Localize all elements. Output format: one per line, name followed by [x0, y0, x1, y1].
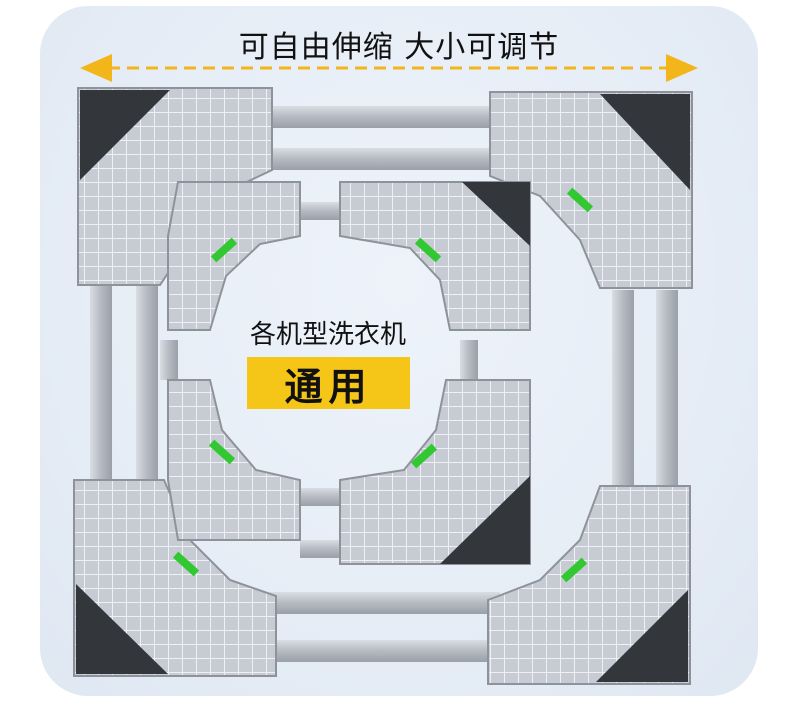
- corner-foot-bottom-left: [73, 479, 277, 677]
- center-label: 各机型洗衣机: [249, 320, 406, 350]
- inner-foot-bottom-right: [339, 379, 531, 565]
- left-rails: [90, 280, 178, 480]
- width-arrow: [80, 54, 698, 82]
- inner-foot-bottom-left: [167, 379, 301, 541]
- corner-foot-top-right: [489, 91, 693, 289]
- corner-foot-bottom-right: [487, 485, 691, 685]
- right-rails: [460, 290, 678, 490]
- universal-badge: 通用: [247, 357, 410, 409]
- inner-foot-top-right: [339, 181, 531, 331]
- top-rails: [270, 106, 500, 220]
- bottom-rails: [270, 488, 500, 662]
- headline: 可自由伸缩 大小可调节: [238, 30, 560, 65]
- inner-foot-top-left: [167, 181, 301, 331]
